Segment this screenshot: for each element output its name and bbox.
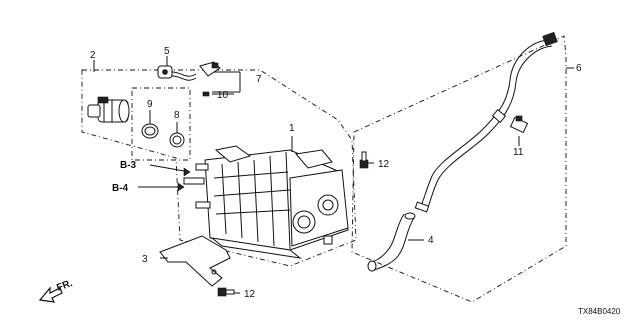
- oring-9-part: [141, 123, 159, 139]
- oring-8-part: [169, 132, 185, 148]
- front-direction-arrow-icon: [38, 286, 63, 303]
- hose-part: [367, 212, 416, 272]
- callout-3: 3: [142, 254, 148, 265]
- callout-10: 10: [217, 90, 229, 101]
- callout-7: 7: [256, 74, 262, 85]
- small-clip-part: [202, 91, 210, 97]
- front-direction-label: FR.: [55, 278, 74, 294]
- reference-b4: B-4: [112, 183, 129, 194]
- reference-b3: B-3: [120, 160, 137, 171]
- diagram-code: TX84B0420: [578, 307, 621, 316]
- leader-lines: [93, 56, 574, 294]
- callout-12-upper: 12: [378, 159, 390, 170]
- sensor-part: [509, 115, 529, 134]
- clip-bracket-part: [199, 61, 221, 77]
- callout-5: 5: [164, 46, 170, 57]
- callout-12-lower: 12: [244, 289, 256, 300]
- callout-11: 11: [513, 147, 524, 158]
- callout-2: 2: [90, 50, 96, 61]
- flange-bolt-part-lower: [217, 287, 235, 297]
- solenoid-valve-part: [87, 96, 130, 123]
- callout-9: 9: [147, 99, 153, 110]
- ref-arrow-b3: [149, 164, 191, 177]
- vent-valve-part: [157, 65, 197, 81]
- group-border-left: [81, 69, 357, 267]
- mounting-bracket-part: [159, 235, 231, 287]
- oring-box: [131, 87, 191, 161]
- tube-part: [414, 31, 558, 213]
- callout-1: 1: [289, 123, 295, 134]
- flange-bolt-part-upper: [359, 151, 369, 169]
- callout-8: 8: [174, 110, 180, 121]
- callout-6: 6: [576, 63, 582, 74]
- callout-4: 4: [428, 235, 434, 246]
- canister-part: [183, 145, 349, 259]
- ref-arrow-b4: [138, 182, 185, 192]
